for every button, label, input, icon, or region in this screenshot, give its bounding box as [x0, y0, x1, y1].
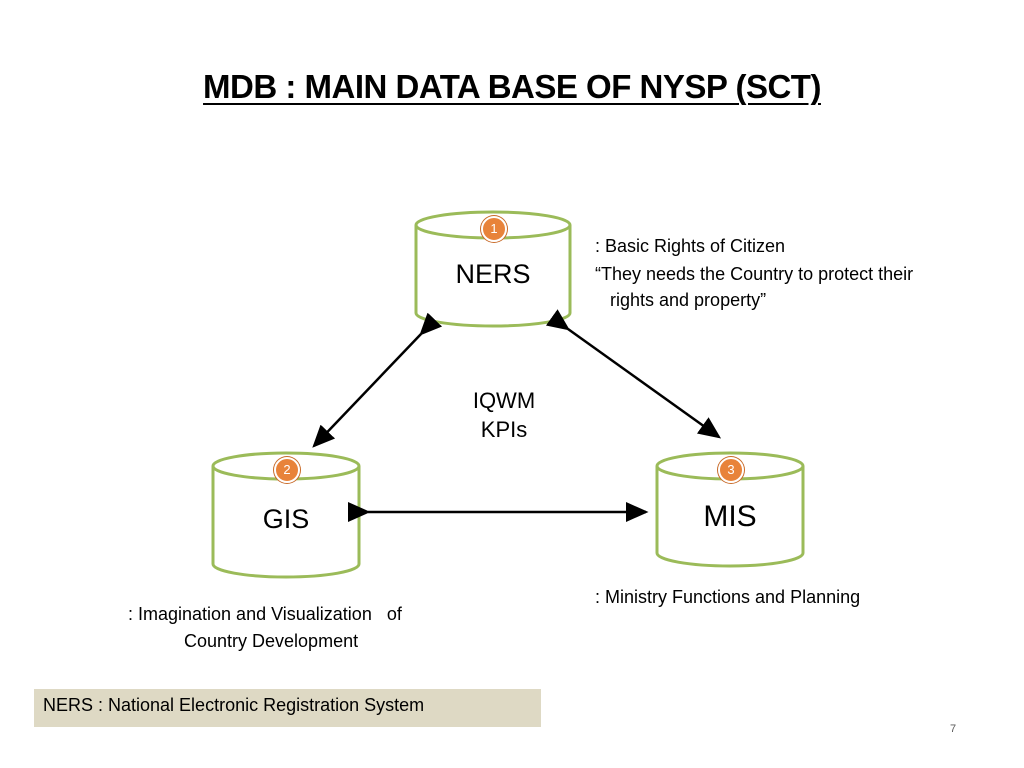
- ners-label: NERS: [455, 259, 531, 289]
- page-number: 7: [950, 723, 957, 735]
- ners-note-line2: “They needs the Country to protect their: [595, 264, 914, 284]
- center-label-line1: IQWM: [472, 388, 536, 413]
- ners-number-badge: 1: [481, 216, 507, 242]
- footer-definition-box: NERS : National Electronic Registration …: [34, 689, 541, 727]
- center-label-line2: KPIs: [480, 417, 528, 442]
- ners-note-line3: rights and property”: [610, 290, 767, 310]
- gis-number-badge: 2: [274, 457, 300, 483]
- arrow-ners-mis: [545, 309, 722, 439]
- ners-note-line1: : Basic Rights of Citizen: [595, 236, 786, 256]
- slide-title-text: MDB : MAIN DATA BASE OF NYSP (SCT): [203, 68, 821, 105]
- slide-title: MDB : MAIN DATA BASE OF NYSP (SCT): [0, 68, 1024, 106]
- mis-number-badge: 3: [718, 457, 744, 483]
- mis-label: MIS: [703, 500, 757, 533]
- gis-note-line1: : Imagination and Visualization of: [128, 604, 402, 624]
- gis-label: GIS: [262, 504, 310, 534]
- arrow-ners-gis: [312, 312, 443, 448]
- mis-cylinder: [655, 451, 805, 568]
- mis-note-line1: : Ministry Functions and Planning: [595, 587, 861, 607]
- gis-note-line2: Country Development: [184, 631, 359, 651]
- footer-definition-text: NERS : National Electronic Registration …: [43, 695, 425, 715]
- gis-cylinder: [211, 451, 361, 579]
- center-label: IQWM KPIs: [444, 386, 564, 444]
